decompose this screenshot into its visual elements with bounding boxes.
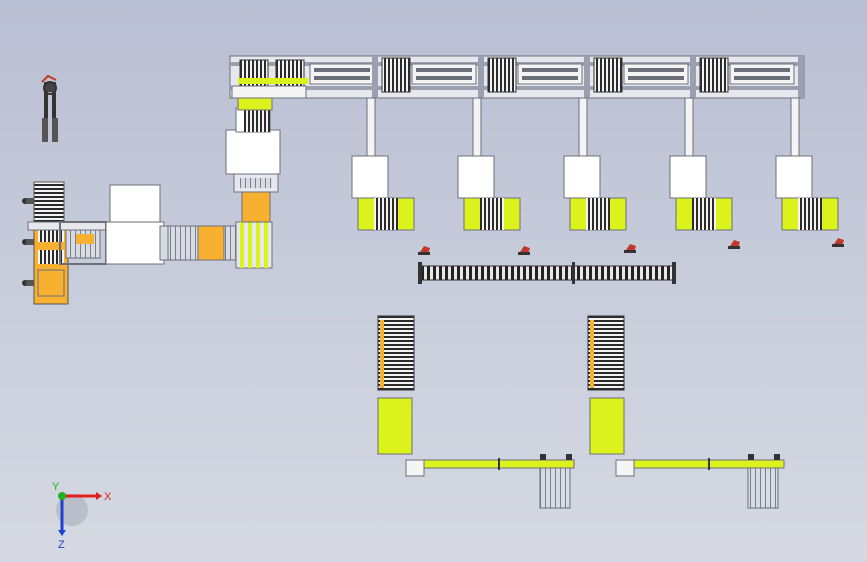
vertical-riser-conveyor (225, 97, 281, 223)
robot-arm-left (41, 74, 58, 142)
packing-station-5 (775, 97, 839, 231)
top-conveyor-line (229, 55, 805, 99)
small-robot-4 (728, 240, 740, 249)
coordinate-triad: X Y Z (52, 481, 112, 551)
chain-conveyor (418, 262, 676, 284)
left-infeed-stack (22, 181, 107, 305)
packing-station-4 (669, 97, 733, 231)
lower-line-2 (587, 315, 785, 509)
top-module-4 (699, 57, 795, 93)
triad-y-label: Y (52, 481, 60, 493)
triad-x-label: X (104, 491, 112, 503)
small-robot-5 (832, 238, 844, 247)
top-module-1 (381, 57, 477, 93)
small-robot-3 (624, 244, 636, 253)
triad-z-label: Z (58, 539, 65, 551)
top-module-2 (487, 57, 583, 93)
packing-station-2 (457, 97, 521, 231)
wrapping-machine (105, 184, 169, 265)
small-robots (418, 238, 844, 255)
small-robot-1 (418, 246, 430, 255)
top-module-0 (309, 63, 375, 85)
top-module-3 (593, 57, 689, 93)
packing-station-3 (563, 97, 627, 231)
small-robot-2 (518, 246, 530, 255)
lower-line-1 (377, 315, 575, 509)
bottom-transfer-conveyor (167, 221, 273, 269)
packing-stations (351, 97, 839, 231)
packing-station-1 (351, 97, 415, 231)
